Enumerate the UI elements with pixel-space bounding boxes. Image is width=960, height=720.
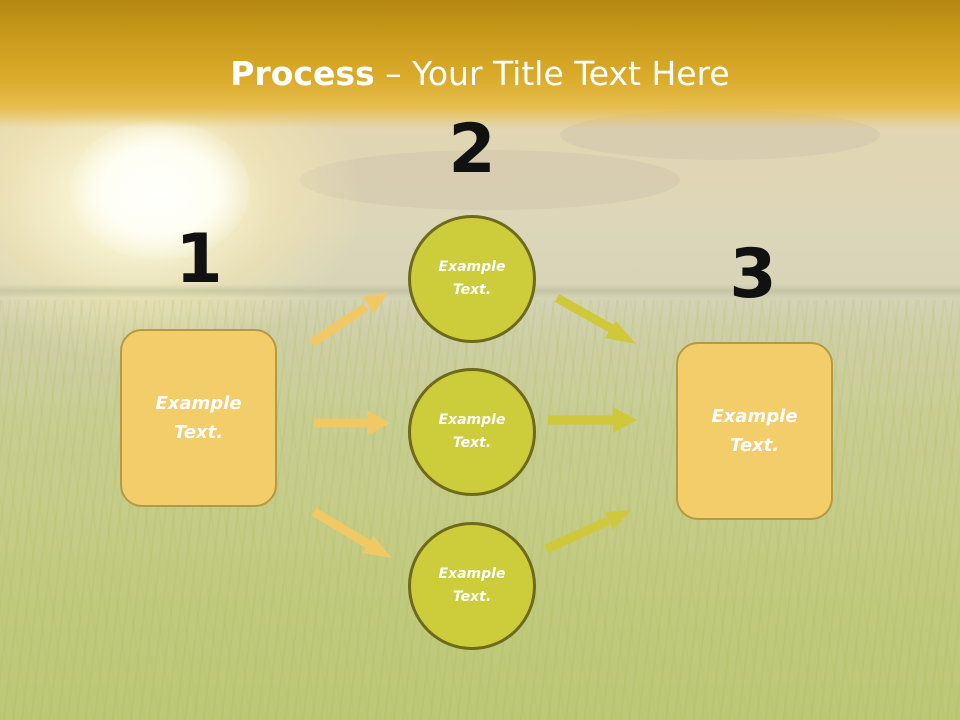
- circle-top-text: Example Text.: [422, 256, 522, 302]
- circle-top-line-2: Text.: [452, 282, 492, 298]
- circle-middle-line-1: Example: [438, 412, 506, 428]
- arrow-top-to-right: [554, 294, 615, 333]
- arrow-left-to-bottom-head: [362, 536, 392, 558]
- arrow-middle-to-right-head: [613, 407, 637, 433]
- step-3-box: Example Text.: [676, 342, 833, 520]
- circle-middle-text: Example Text.: [422, 409, 522, 455]
- title-bold: Process: [230, 54, 375, 93]
- step-number-1: 1: [175, 220, 223, 299]
- arrow-left-to-top: [309, 303, 369, 347]
- step-3-box-line-1: Example: [711, 406, 798, 427]
- sun: [70, 120, 250, 260]
- arrow-top-to-right-head: [605, 321, 636, 344]
- step-3-box-text: Example Text.: [695, 402, 815, 460]
- arrow-left-to-bottom: [311, 508, 371, 548]
- arrow-bottom-to-right: [544, 516, 610, 554]
- step-3-box-line-2: Text.: [729, 435, 780, 456]
- background-cloud: [300, 150, 680, 210]
- arrow-left-to-middle-head: [367, 410, 390, 436]
- title-rest: – Your Title Text Here: [374, 54, 730, 93]
- step-1-box-line-2: Text.: [173, 422, 224, 443]
- circle-bottom-line-1: Example: [438, 566, 506, 582]
- circle-bottom-text: Example Text.: [422, 563, 522, 609]
- circle-middle-line-2: Text.: [452, 435, 492, 451]
- step-1-box: Example Text.: [120, 329, 277, 507]
- step-1-box-text: Example Text.: [139, 389, 259, 447]
- arrow-left-to-top-head: [363, 292, 388, 314]
- step-number-3: 3: [729, 235, 777, 314]
- title-band: [0, 0, 960, 128]
- step-2-circle-middle: Example Text.: [408, 368, 536, 496]
- step-1-box-line-1: Example: [155, 393, 242, 414]
- circle-top-line-1: Example: [438, 259, 506, 275]
- step-2-circle-bottom: Example Text.: [408, 522, 536, 650]
- arrow-bottom-to-right-head: [605, 510, 631, 530]
- step-2-circle-top: Example Text.: [408, 215, 536, 343]
- circle-bottom-line-2: Text.: [452, 589, 492, 605]
- step-number-2: 2: [448, 110, 496, 189]
- slide-title: Process – Your Title Text Here: [0, 52, 960, 96]
